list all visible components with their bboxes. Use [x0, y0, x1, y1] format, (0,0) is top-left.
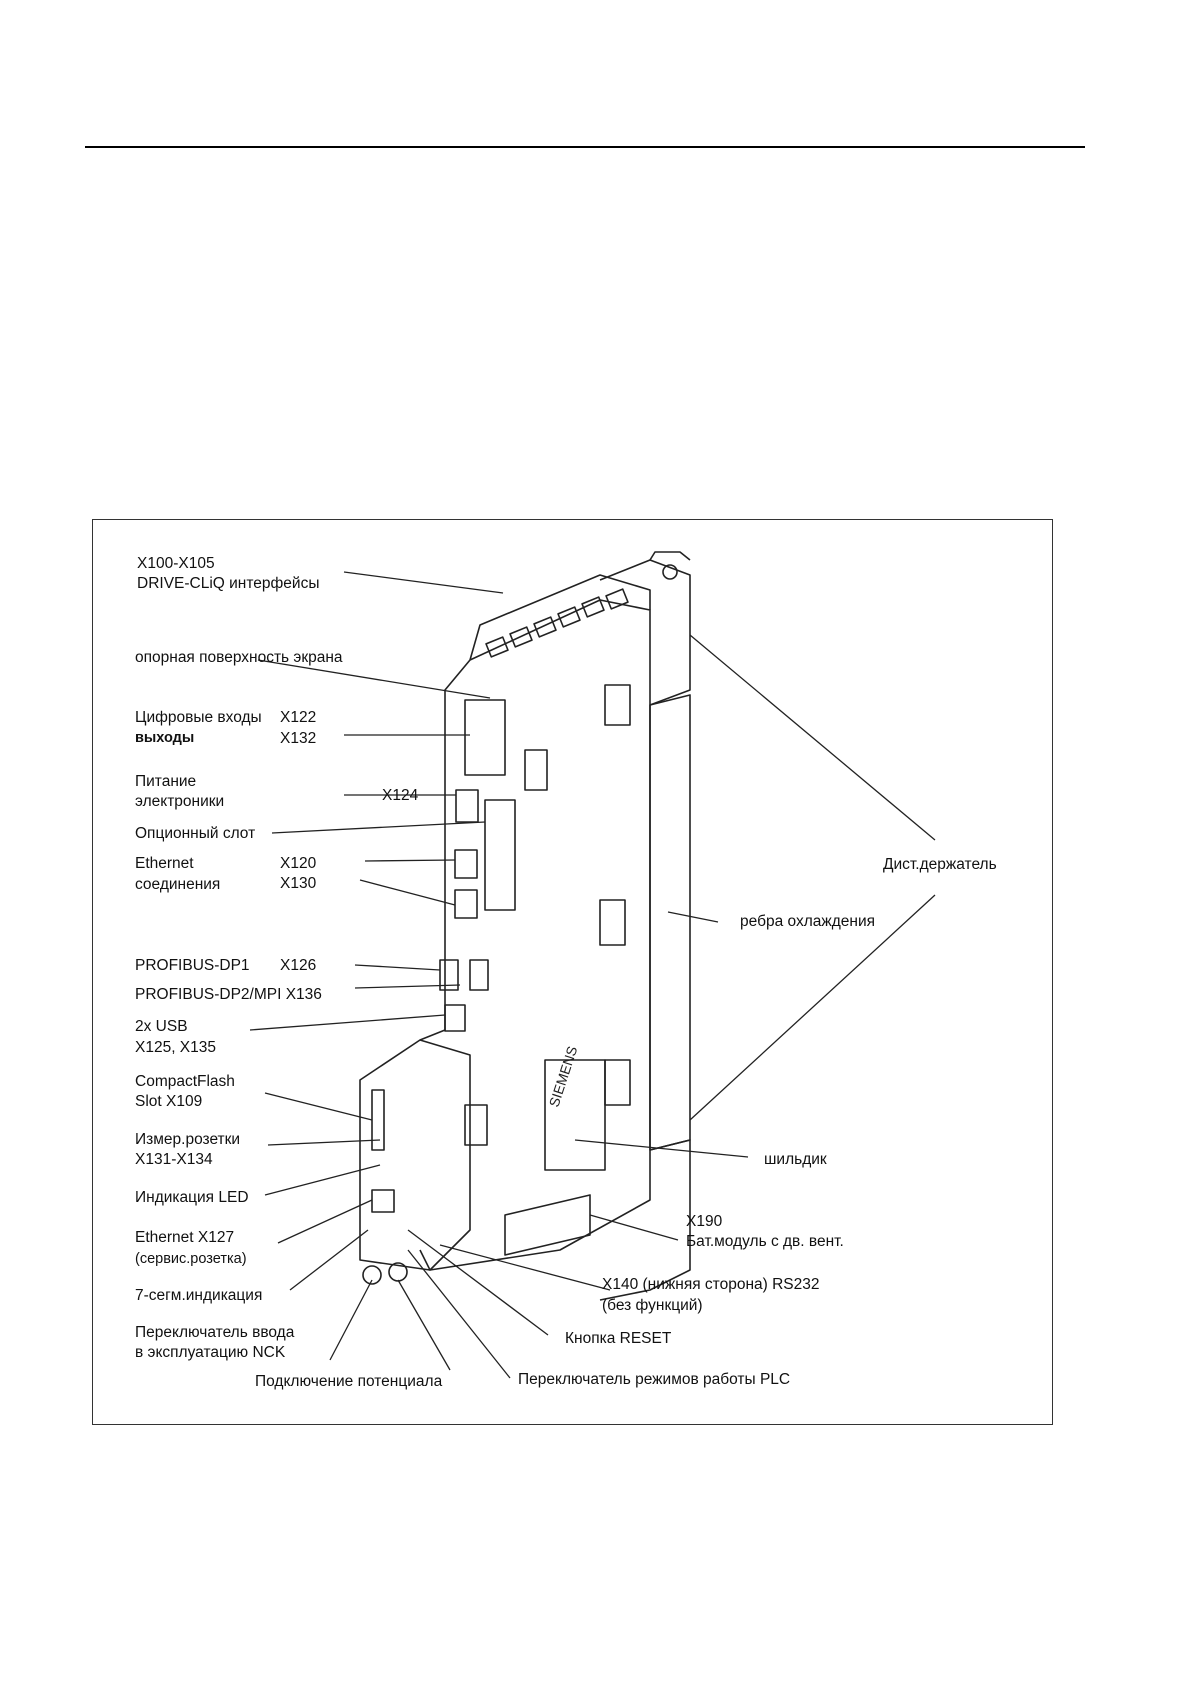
label-option-slot: Опционный слот: [135, 825, 256, 842]
label-spacer: Дист.держатель: [883, 856, 997, 873]
compactflash-slot: [371, 1089, 385, 1151]
label-led: Индикация LED: [135, 1189, 249, 1206]
label-meas-2: X131-X134: [135, 1151, 213, 1168]
ethernet-x120: [454, 849, 478, 879]
label-drive-cliq-code: X100-X105: [137, 555, 215, 572]
siemens-brand: SIEMENS: [546, 1044, 581, 1109]
device-drawing: [359, 551, 691, 1301]
label-digital-inputs: Цифровые входы: [135, 709, 262, 726]
label-ethernet-service-1: Ethernet X127: [135, 1229, 235, 1246]
leader-lines: [249, 571, 936, 1379]
profibus-x136: [469, 959, 489, 991]
label-cf-2: Slot X109: [135, 1093, 203, 1110]
cooling-fins: [649, 694, 691, 1151]
label-usb-1: 2x USB: [135, 1018, 188, 1035]
label-x140-1: X140 (нижняя сторона) RS232: [602, 1276, 820, 1293]
label-outputs-code: X132: [280, 730, 317, 747]
label-ethernet-code-2: X130: [280, 875, 317, 892]
label-nameplate: шильдик: [764, 1151, 827, 1168]
housing-top: [469, 574, 651, 661]
label-nck-2: в эксплуатацию NCK: [135, 1344, 286, 1361]
label-digital-inputs-code: X122: [280, 709, 317, 726]
nameplate-area: [544, 1059, 606, 1171]
label-usb-2: X125, X135: [135, 1039, 217, 1056]
label-cooling: ребра охлаждения: [740, 913, 875, 930]
label-connections: соединения: [135, 876, 221, 893]
label-power-2: электроники: [135, 793, 225, 810]
ethernet-x127: [371, 1189, 395, 1213]
drive-cliq-sockets: [485, 588, 629, 658]
recess-lower: [604, 1059, 631, 1106]
potential-screw-1: [362, 1265, 382, 1285]
spacer-ear: [649, 551, 691, 561]
label-plc-switch: Переключатель режимов работы PLC: [518, 1371, 791, 1388]
label-cf-1: CompactFlash: [135, 1073, 235, 1090]
label-reset: Кнопка RESET: [565, 1330, 672, 1347]
label-power-code: X124: [382, 787, 419, 804]
label-profibus-dp1-code: X126: [280, 957, 317, 974]
label-power-1: Питание: [135, 773, 197, 790]
x124-connector: [455, 789, 479, 823]
battery-fan-module: [504, 1194, 591, 1256]
label-x140-2: (без функций): [602, 1297, 703, 1314]
recess-mid: [599, 899, 626, 946]
lower-block: [359, 1039, 471, 1271]
label-profibus-dp1: PROFIBUS-DP1: [135, 957, 250, 974]
label-ethernet-code-1: X120: [280, 855, 317, 872]
recess-upper: [604, 684, 631, 726]
label-profibus-dp2: PROFIBUS-DP2/MPI X136: [135, 986, 322, 1003]
label-ethernet-service-2: (сервис.розетка): [135, 1251, 247, 1267]
label-drive-cliq: DRIVE-CLiQ интерфейсы: [137, 575, 320, 592]
recess-left-low: [464, 1104, 488, 1146]
housing-front: [419, 599, 651, 1271]
profibus-x126: [439, 959, 459, 991]
label-seven-segment: 7-сегм.индикация: [135, 1287, 263, 1304]
x122-x132-connector: [464, 699, 506, 776]
label-nck-1: Переключатель ввода: [135, 1324, 295, 1341]
label-ethernet: Ethernet: [135, 855, 194, 872]
label-x190-1: X190: [686, 1213, 723, 1230]
usb-ports: [444, 1004, 466, 1032]
figure-frame: [92, 519, 1053, 1425]
ethernet-x130: [454, 889, 478, 919]
label-shield-surface: опорная поверхность экрана: [135, 649, 343, 666]
label-meas-1: Измер.розетки: [135, 1131, 241, 1148]
label-potential: Подключение потенциала: [255, 1373, 443, 1390]
top-rule: [85, 146, 1085, 148]
recess-left: [524, 749, 548, 791]
option-slot-vents: [484, 799, 516, 911]
label-x190-2: Бат.модуль с дв. вент.: [686, 1233, 844, 1250]
label-outputs: выходы: [135, 730, 195, 746]
spacer-hole: [662, 564, 678, 580]
spacer-bracket: [599, 559, 691, 1301]
